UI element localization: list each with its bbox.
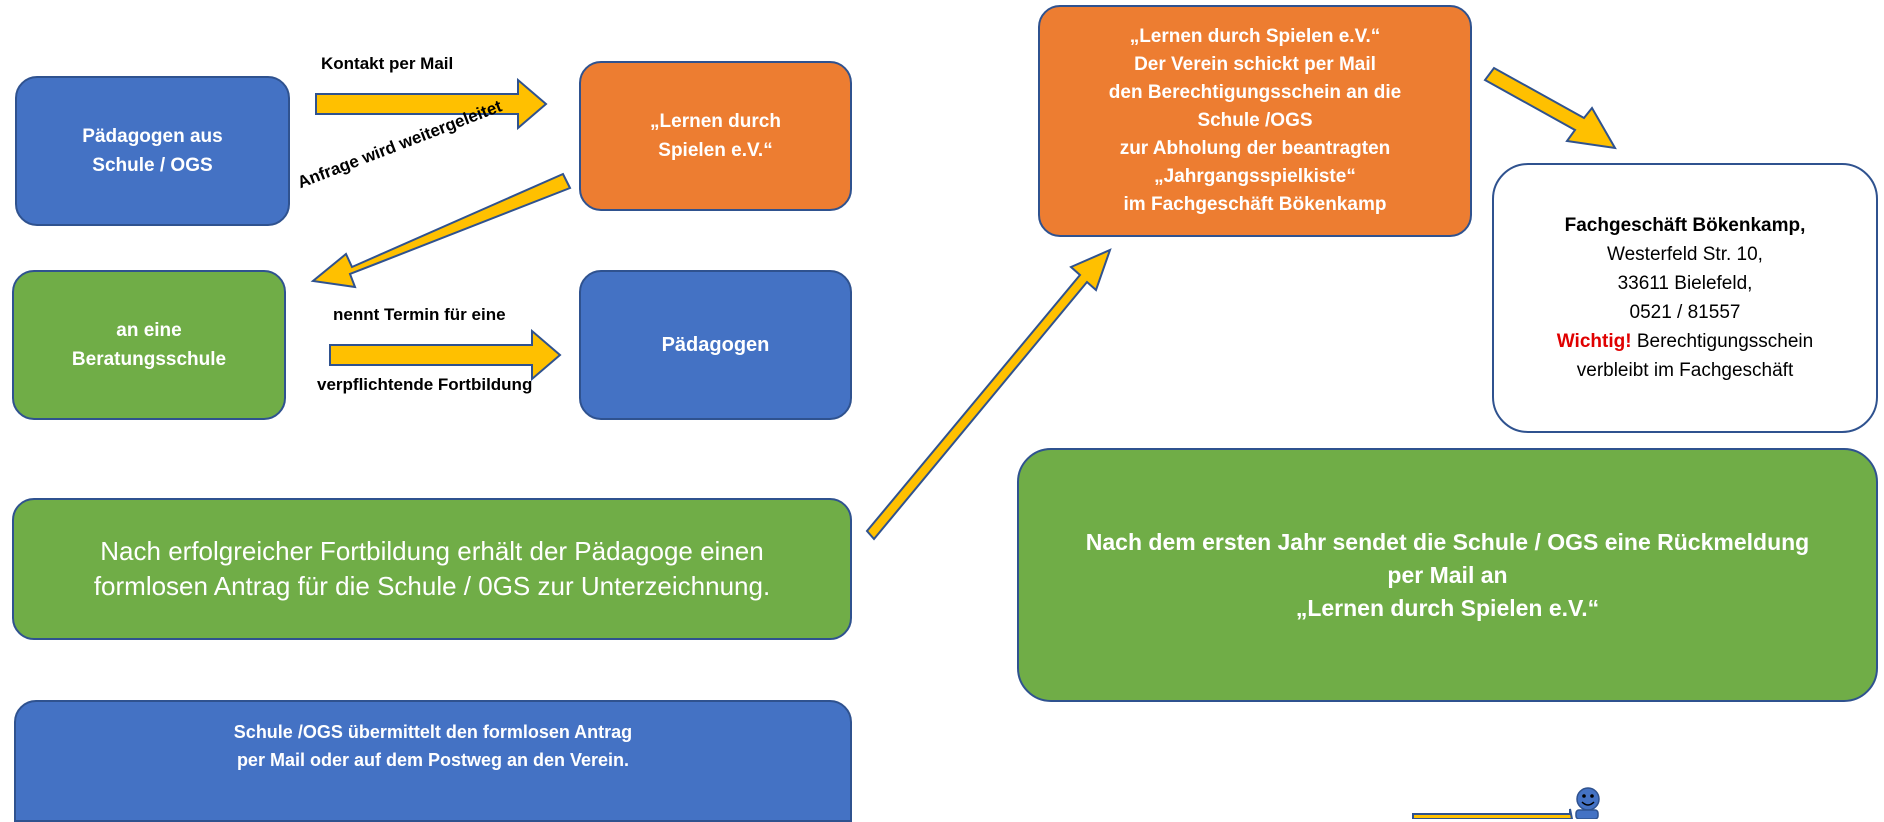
fachgeschaeft-city: 33611 Bielefeld, <box>1617 273 1753 294</box>
box-beratungsschule-line-2: Beratungsschule <box>71 349 227 370</box>
box-paedagogen: Pädagogen <box>579 270 852 420</box>
box-verein-line-2: Der Verein schickt per Mail <box>1134 54 1376 75</box>
box-verein-line-3: den Berechtigungsschein an die <box>1108 82 1402 103</box>
box-verein-line-5: zur Abholung der beantragten <box>1119 138 1391 159</box>
box-paedagogen-schule: Pädagogen aus Schule / OGS <box>15 76 290 226</box>
box-lernen-durch-spielen: „Lernen durch Spielen e.V.“ <box>579 61 852 211</box>
fachgeschaeft-important: Wichtig! <box>1556 331 1632 352</box>
box-schule-uebermittelt-line-1: Schule /OGS übermittelt den formlosen An… <box>233 722 633 742</box>
fachgeschaeft-phone: 0521 / 81557 <box>1629 302 1741 323</box>
box-beratungsschule: an eine Beratungsschule <box>12 270 286 420</box>
box-paedagogen-schule-line-1: Pädagogen aus <box>82 126 223 147</box>
label-verpflichtende-fortbildung: verpflichtende Fortbildung <box>317 375 533 394</box>
box-verein-schickt: „Lernen durch Spielen e.V.“ Der Verein s… <box>1038 5 1472 237</box>
fachgeschaeft-note-1: Berechtigungsschein <box>1636 331 1814 352</box>
box-verein-line-6: „Jahrgangsspielkiste“ <box>1154 166 1356 187</box>
box-lernen-line-1: „Lernen durch <box>650 111 781 132</box>
label-nennt-termin: nennt Termin für eine <box>333 305 506 324</box>
box-paedagogen-schule-line-2: Schule / OGS <box>92 155 213 176</box>
label-kontakt-per-mail: Kontakt per Mail <box>321 54 454 73</box>
arrow-kontakt <box>315 77 548 131</box>
smiley-icon <box>1575 787 1600 819</box>
fachgeschaeft-note-2: verbleibt im Fachgeschäft <box>1576 360 1794 381</box>
arrow-bottom <box>1412 808 1574 819</box>
box-nach-fortbildung: Nach erfolgreicher Fortbildung erhält de… <box>12 498 852 640</box>
box-lernen-line-2: Spielen e.V.“ <box>658 140 773 161</box>
box-beratungsschule-line-1: an eine <box>116 320 182 341</box>
box-fachgeschaeft: Fachgeschäft Bökenkamp, Westerfeld Str. … <box>1492 163 1878 433</box>
box-verein-line-1: „Lernen durch Spielen e.V.“ <box>1129 26 1381 47</box>
box-schule-uebermittelt: Schule /OGS übermittelt den formlosen An… <box>14 700 852 822</box>
fachgeschaeft-street: Westerfeld Str. 10, <box>1607 244 1763 265</box>
fachgeschaeft-note-line-1: Wichtig! Berechtigungsschein <box>1557 327 1813 356</box>
box-schule-uebermittelt-line-2: per Mail oder auf dem Postweg an den Ver… <box>236 750 630 770</box>
box-verein-line-7: im Fachgeschäft Bökenkamp <box>1123 194 1387 215</box>
box-verein-line-4: Schule /OGS <box>1197 110 1313 131</box>
arrow-to-verein <box>865 248 1112 541</box>
arrow-to-fachgeschaeft <box>1483 66 1617 150</box>
box-nach-fortbildung-line-2: formlosen Antrag für die Schule / 0GS zu… <box>93 571 771 601</box>
arrow-termin <box>329 328 562 382</box>
box-paedagogen-label: Pädagogen <box>661 333 770 356</box>
box-nach-fortbildung-line-1: Nach erfolgreicher Fortbildung erhält de… <box>100 536 764 566</box>
box-rueckmeldung-line-2: per Mail an <box>1387 561 1508 588</box>
box-rueckmeldung-line-1: Nach dem ersten Jahr sendet die Schule /… <box>1085 528 1810 555</box>
fachgeschaeft-name: Fachgeschäft Bökenkamp, <box>1564 215 1806 236</box>
box-rueckmeldung: Nach dem ersten Jahr sendet die Schule /… <box>1017 448 1878 702</box>
box-rueckmeldung-line-3: „Lernen durch Spielen e.V.“ <box>1295 594 1600 621</box>
arrow-anfrage <box>310 172 572 289</box>
